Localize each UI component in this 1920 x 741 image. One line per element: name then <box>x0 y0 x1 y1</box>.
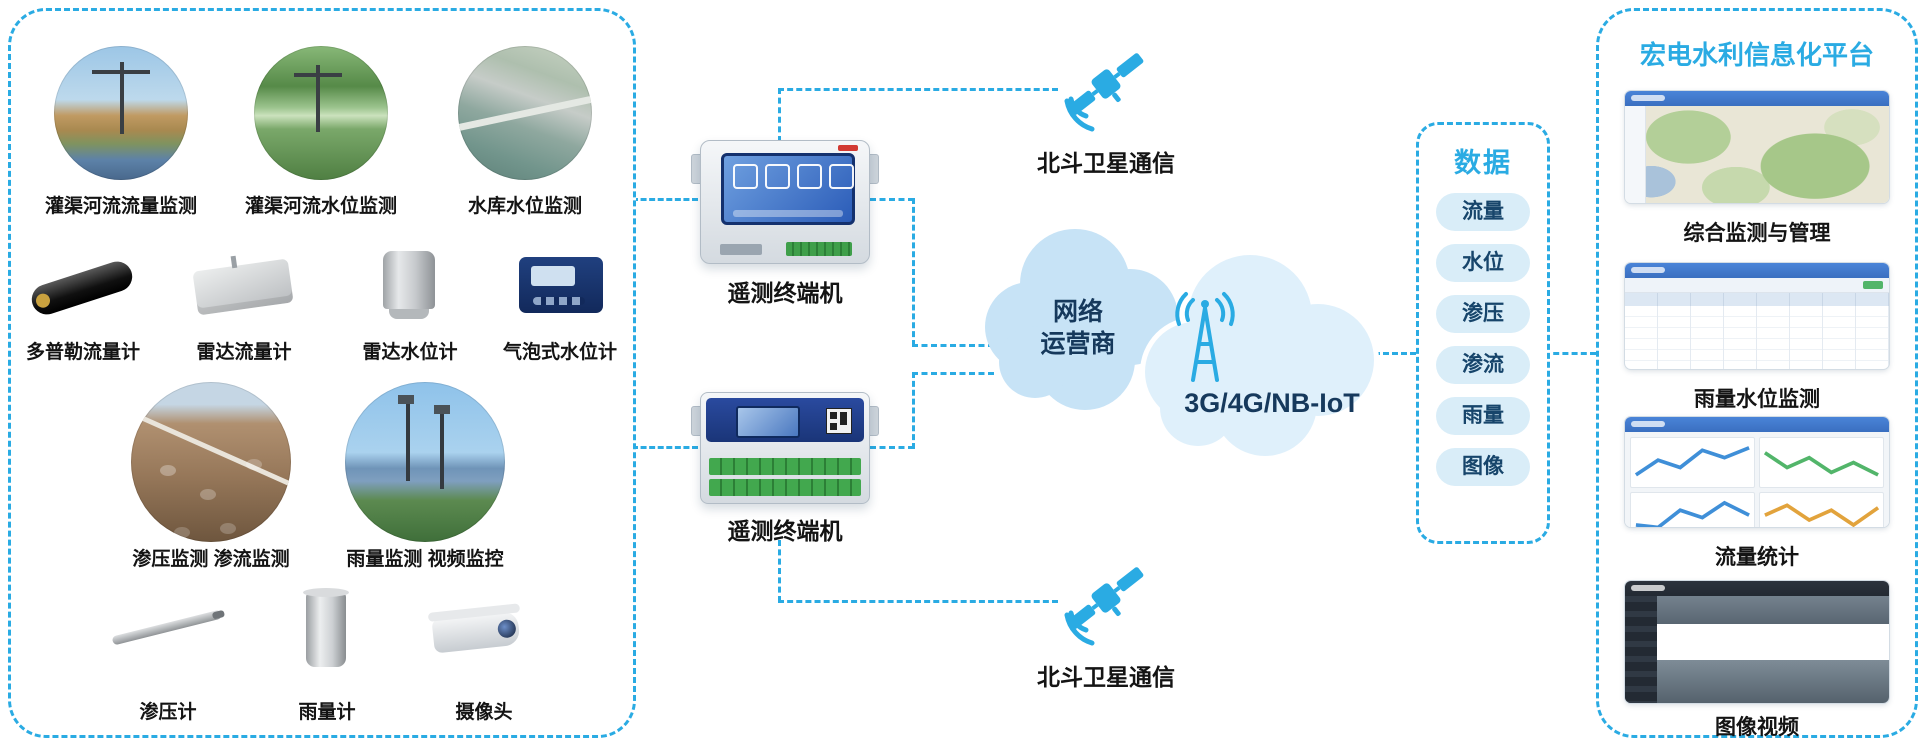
screen-label-flow-stats: 流量统计 <box>1715 546 1799 569</box>
antenna-icon <box>1175 292 1235 382</box>
field-devices-panel: 灌渠河流流量监测 灌渠河流水位监测 水库水位监测 多普勒流量计 雷达流量计 雷达… <box>8 8 636 738</box>
rtu-top-label: 遥测终端机 <box>727 280 843 306</box>
telemetry-terminal-bottom-image <box>691 392 879 504</box>
reservoir-level-monitoring-photo <box>458 46 592 180</box>
platform-title: 宏电水利信息化平台 <box>1639 40 1874 70</box>
scene-label-rain-video: 雨量监测 视频监控 <box>346 549 504 570</box>
sensor-label-piezometer: 渗压计 <box>139 702 197 723</box>
scene-label-seepage: 渗压监测 渗流监测 <box>132 549 290 570</box>
connector-rtu2-cloud <box>912 372 994 375</box>
screenshot-header-bar <box>1625 263 1889 278</box>
sensor-label-rain-gauge: 雨量计 <box>298 702 356 723</box>
screen-label-monitoring: 综合监测与管理 <box>1683 222 1831 245</box>
connector-rtu1-elbow-v <box>912 198 915 346</box>
cloud-iot-shape <box>1145 255 1374 456</box>
sensor-label-camera: 摄像头 <box>455 702 513 723</box>
platform-panel: 宏电水利信息化平台 综合监测与管理 雨量水位监测 流量统计 <box>1596 8 1918 739</box>
connector-rtu2-elbow-h <box>870 446 914 449</box>
canal-flow-monitoring-photo <box>54 46 188 180</box>
data-pill-flow: 流量 <box>1436 193 1530 231</box>
connector-rtu2-elbow-v <box>912 372 915 449</box>
data-pill-rainfall: 雨量 <box>1436 397 1530 435</box>
satellite-top-label: 北斗卫星通信 <box>1037 150 1175 176</box>
connector-panel-rtu1 <box>632 198 698 201</box>
canal-level-monitoring-photo <box>254 46 388 180</box>
screen-label-rain-level: 雨量水位监测 <box>1694 388 1820 411</box>
sensor-label-radar-flow: 雷达流量计 <box>196 342 292 363</box>
beidou-satellite-bottom-icon <box>1064 567 1144 646</box>
screenshot-rain-level-table <box>1625 263 1889 369</box>
screen-label-image-video: 图像视频 <box>1715 716 1799 739</box>
camera-image <box>419 587 549 671</box>
data-pill-image: 图像 <box>1436 448 1530 486</box>
cloud-network-shape <box>985 229 1178 410</box>
connector-rtu1-satellite-h <box>778 88 1058 91</box>
scene-label-canal-flow: 灌渠河流流量监测 <box>44 196 197 217</box>
scene-label-reservoir-level: 水库水位监测 <box>467 196 582 217</box>
rain-gauge-image <box>262 587 392 671</box>
data-pill-water-level: 水位 <box>1436 244 1530 282</box>
connector-rtu2-satellite-v <box>778 540 781 602</box>
telemetry-terminal-top-image <box>691 140 879 264</box>
connector-datapanel-platform <box>1544 352 1596 355</box>
data-panel-title: 数据 <box>1454 148 1512 178</box>
radar-flowmeter-image <box>179 243 309 327</box>
sensor-label-bubble-level: 气泡式水位计 <box>502 342 617 363</box>
rtu-bottom-label: 遥测终端机 <box>727 518 843 544</box>
connector-rtu1-satellite-v <box>778 88 781 142</box>
screenshot-image-video <box>1625 581 1889 703</box>
screenshot-flow-statistics <box>1625 417 1889 527</box>
connector-rtu1-elbow-h <box>870 198 914 201</box>
screenshot-header-bar <box>1625 581 1889 596</box>
rain-video-monitoring-photo <box>345 382 505 542</box>
sensor-label-doppler: 多普勒流量计 <box>25 342 140 363</box>
beidou-satellite-top-icon <box>1064 53 1144 132</box>
connector-cloud-datapanel <box>1374 352 1416 355</box>
cloud-iot-label: 3G/4G/NB-IoT <box>1184 388 1360 418</box>
radar-levelmeter-image <box>345 243 475 327</box>
screenshot-header-bar <box>1625 417 1889 432</box>
doppler-flowmeter-image <box>18 243 148 327</box>
data-pill-seepage-flow: 渗流 <box>1436 346 1530 384</box>
cloud-network-label-line1: 网络 <box>1053 297 1103 326</box>
piezometer-image <box>103 587 233 671</box>
connector-panel-rtu2 <box>632 446 698 449</box>
data-pill-seepage-pressure: 渗压 <box>1436 295 1530 333</box>
screenshot-header-bar <box>1625 91 1889 106</box>
connector-rtu2-satellite-h <box>778 600 1058 603</box>
connector-rtu1-cloud <box>912 344 994 347</box>
photo-sidebar <box>1625 596 1657 703</box>
data-panel: 数据 流量 水位 渗压 渗流 雨量 图像 <box>1416 122 1550 544</box>
screenshot-monitoring-map <box>1625 91 1889 203</box>
seepage-monitoring-photo <box>131 382 291 542</box>
network-clouds: 网络 运营商 3G/4G/NB-IoT <box>985 229 1379 461</box>
cloud-network-label-line2: 运营商 <box>1040 329 1115 358</box>
satellite-bottom-label: 北斗卫星通信 <box>1037 664 1175 690</box>
scene-label-canal-level: 灌渠河流水位监测 <box>244 196 397 217</box>
sensor-label-radar-level: 雷达水位计 <box>362 342 458 363</box>
bubble-levelmeter-image <box>495 243 625 327</box>
